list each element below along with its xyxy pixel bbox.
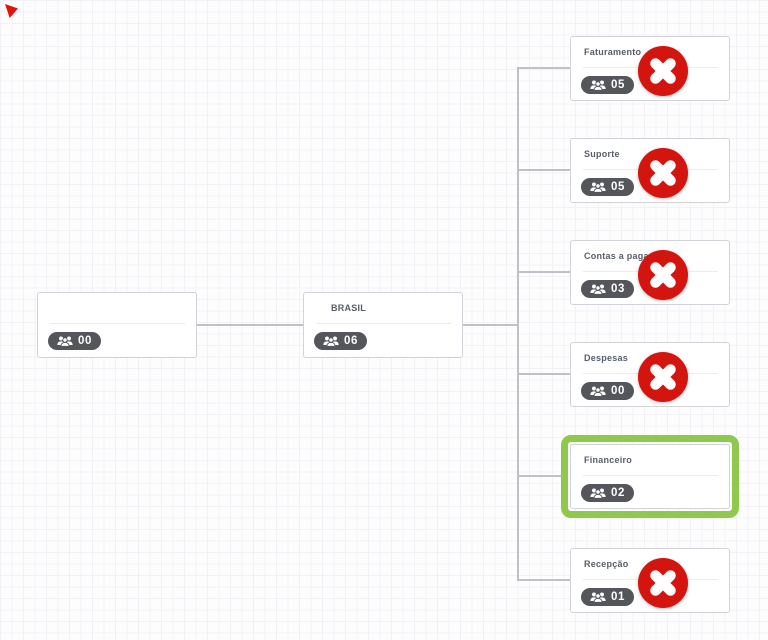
member-count: 00 <box>78 335 92 347</box>
org-node-despesas[interactable]: Despesas 00 <box>570 342 730 407</box>
member-count-badge: 01 <box>581 588 634 606</box>
member-count-badge: 06 <box>314 332 367 350</box>
users-group-icon <box>590 488 606 499</box>
member-count: 05 <box>611 79 625 91</box>
member-count-badge: 00 <box>581 382 634 400</box>
delete-node-button[interactable] <box>638 46 688 96</box>
users-group-icon <box>57 336 73 347</box>
org-node-faturamento[interactable]: Faturamento 05 <box>570 36 730 101</box>
users-group-icon <box>590 592 606 603</box>
node-divider <box>316 323 451 324</box>
org-node-recepcao[interactable]: Recepção 01 <box>570 548 730 613</box>
org-node-contas-a-pagar[interactable]: Contas a pagar 03 <box>570 240 730 305</box>
org-node-brasil[interactable]: BRASIL 06 <box>303 292 463 358</box>
node-divider <box>583 475 718 476</box>
node-title: Recepção <box>584 559 629 569</box>
connector-branch-line <box>517 271 570 273</box>
delete-node-button[interactable] <box>638 558 688 608</box>
node-title: Suporte <box>584 149 620 159</box>
node-divider <box>50 323 185 324</box>
connector-branch-line <box>517 475 561 477</box>
org-node-financeiro[interactable]: Financeiro 02 <box>570 444 730 509</box>
org-node-root[interactable]: 00 <box>37 292 197 358</box>
node-title: Faturamento <box>584 47 642 57</box>
users-group-icon <box>590 284 606 295</box>
connector-line <box>463 324 518 326</box>
member-count-badge: 00 <box>48 332 101 350</box>
member-count-badge: 03 <box>581 280 634 298</box>
member-count: 02 <box>611 487 625 499</box>
member-count-badge: 05 <box>581 76 634 94</box>
member-count-badge: 02 <box>581 484 634 502</box>
member-count: 03 <box>611 283 625 295</box>
connector-branch-line <box>517 67 570 69</box>
node-title: Despesas <box>584 353 629 363</box>
delete-node-button[interactable] <box>638 148 688 198</box>
connector-trunk-line <box>517 67 519 581</box>
users-group-icon <box>590 182 606 193</box>
users-group-icon <box>590 386 606 397</box>
member-count: 01 <box>611 591 625 603</box>
member-count-badge: 05 <box>581 178 634 196</box>
pointer-marker <box>5 4 18 18</box>
connector-branch-line <box>517 373 570 375</box>
org-node-suporte[interactable]: Suporte 05 <box>570 138 730 203</box>
node-title: Contas a pagar <box>584 251 653 261</box>
delete-x-icon <box>650 262 676 288</box>
member-count: 06 <box>344 335 358 347</box>
users-group-icon <box>590 80 606 91</box>
users-group-icon <box>323 336 339 347</box>
member-count: 00 <box>611 385 625 397</box>
node-title: Financeiro <box>584 455 633 465</box>
delete-node-button[interactable] <box>638 250 688 300</box>
node-title: BRASIL <box>331 303 366 313</box>
delete-x-icon <box>650 364 676 390</box>
delete-node-button[interactable] <box>638 352 688 402</box>
delete-x-icon <box>650 160 676 186</box>
connector-branch-line <box>517 579 570 581</box>
delete-x-icon <box>650 570 676 596</box>
member-count: 05 <box>611 181 625 193</box>
delete-x-icon <box>650 58 676 84</box>
connector-line <box>197 324 303 326</box>
connector-branch-line <box>517 169 570 171</box>
